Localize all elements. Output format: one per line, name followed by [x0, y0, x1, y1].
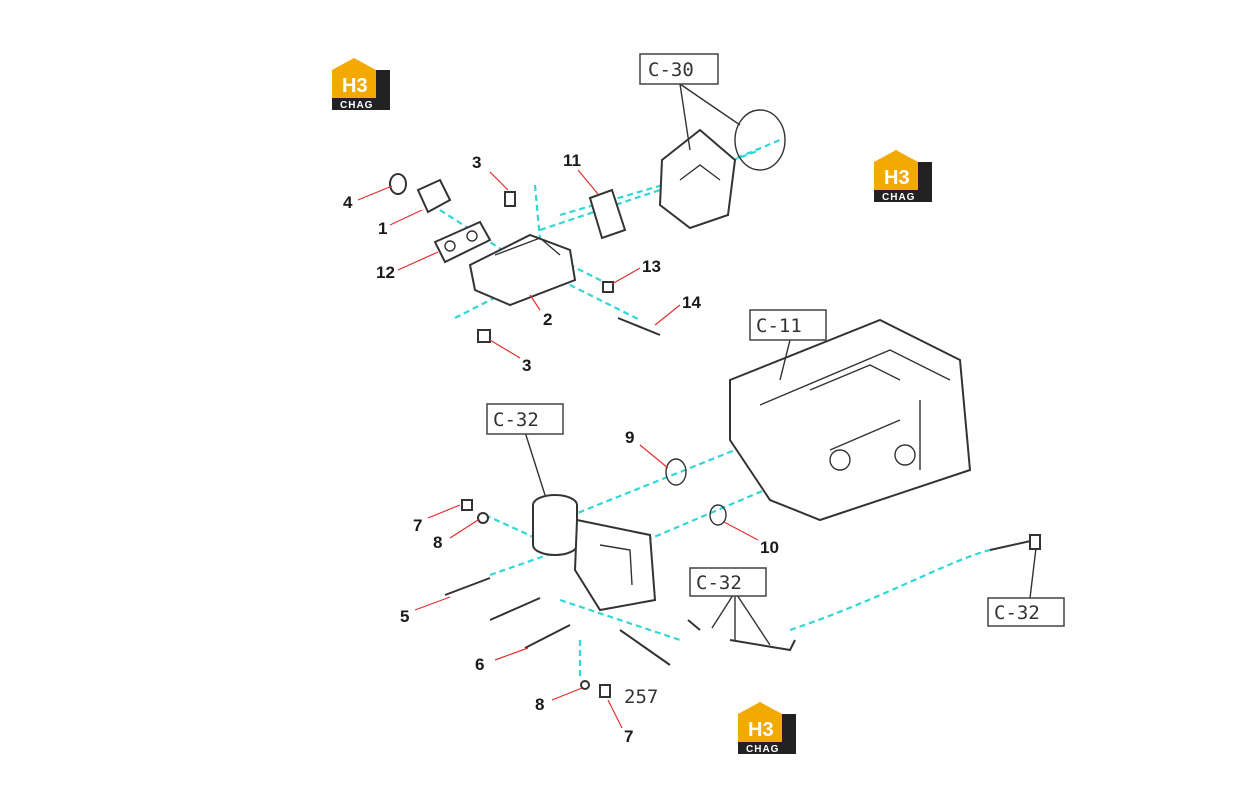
lower-assembly: [444, 458, 1041, 698]
callout: 1: [378, 219, 387, 238]
callout: 12: [376, 263, 395, 282]
reference-label: C-11: [756, 315, 802, 337]
logo-mark: H3: [342, 75, 368, 97]
reference-box: C-32: [987, 597, 1065, 627]
callout: 14: [682, 293, 701, 312]
reference-label: C-30: [648, 59, 694, 81]
reference-box: C-11: [749, 309, 827, 341]
reference-box: C-32: [689, 567, 767, 597]
callout: 7: [413, 516, 422, 535]
callout: 8: [535, 695, 544, 714]
logo-text: CHAG: [340, 100, 373, 111]
callout: 257: [624, 686, 658, 708]
reference-label: C-32: [994, 602, 1040, 624]
watermark-logo: H3 CHAG: [874, 150, 932, 203]
callout: 3: [472, 153, 481, 172]
upper-assembly: [389, 109, 786, 343]
watermark-logo: H3 CHAG: [738, 702, 796, 755]
reference-label: C-32: [696, 572, 742, 594]
reference-box: C-30: [639, 53, 719, 85]
callout: 4: [343, 193, 353, 212]
callout: 9: [625, 428, 634, 447]
reference-leaders: [524, 83, 1037, 646]
callout: 3: [522, 356, 531, 375]
reference-box: C-32: [486, 403, 564, 435]
logo-text: CHAG: [882, 192, 915, 203]
callout: 6: [475, 655, 484, 674]
callout: 8: [433, 533, 442, 552]
callout: 11: [563, 151, 581, 170]
callout: 5: [400, 607, 409, 626]
engine-block: [729, 318, 972, 522]
callout: 7: [624, 727, 633, 746]
logo-text: CHAG: [746, 744, 779, 755]
callout: 10: [760, 538, 779, 557]
watermark-logo: H3 CHAG: [332, 58, 390, 111]
callout-numbers: 4 1 12 3 11 13 14 2 3 9 10 7 8 5 6 8 7 2…: [343, 151, 779, 746]
callout: 2: [543, 310, 552, 329]
reference-label: C-32: [493, 409, 539, 431]
leader-lines: [357, 169, 759, 729]
logo-mark: H3: [748, 719, 774, 741]
callout: 13: [642, 257, 661, 276]
logo-mark: H3: [884, 167, 910, 189]
